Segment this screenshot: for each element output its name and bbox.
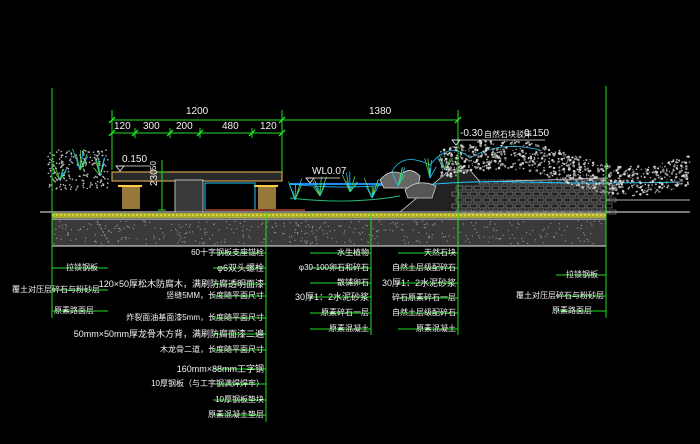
dim-overall-left: 1200	[186, 106, 209, 117]
dim-segment-1: 120	[114, 121, 131, 132]
label-bank-6: 原素混凝土	[416, 324, 456, 333]
label-water-5: 原素碎石一层	[321, 308, 369, 317]
label-deck-6: 50mm×50mm厚龙骨木方背，满刷防腐面漆二遍	[73, 329, 264, 339]
label-deck-5: 炸裂面油基面漆5mm，长度随平面尺寸	[126, 313, 264, 322]
label-right-2: 覆土对压层碎石与粉砂层	[516, 291, 604, 300]
label-water-2: φ30-100卵石和碎石	[298, 263, 369, 272]
label-water-6: 原素混凝土	[329, 324, 369, 333]
elevation-rock-value: 0.150	[524, 128, 550, 139]
label-deck-11: 原素混凝土垫层	[208, 410, 264, 419]
label-deck-4: 竖缝5MM，长度随平面尺寸	[166, 291, 264, 300]
label-water-4: 30厚1：2水泥砂浆	[294, 292, 369, 302]
label-bank-5: 自然土层级配碎石	[392, 308, 456, 317]
label-deck-10: 10厚钢板垫块	[215, 395, 264, 404]
label-deck-3: 120×50厚松木防腐木，满刷防腐透明面漆	[98, 279, 264, 289]
elevation-deck: 0.150	[122, 154, 148, 165]
dim-deck-height: 230	[149, 169, 160, 186]
label-deck-7: 木龙骨二道，长度随平面尺寸	[160, 345, 264, 354]
dim-overall-right: 1380	[369, 106, 392, 117]
label-deck-2: φ6双头螺栓	[217, 263, 264, 273]
elevation-water: WL0.07	[312, 166, 347, 177]
rocks	[379, 170, 437, 199]
ground-layers	[40, 199, 690, 247]
label-deck-8: 160mm×88mm工字钢	[176, 364, 264, 374]
dim-segment-3: 200	[176, 121, 193, 132]
elevation-rock-note: 自然石块驳岸	[484, 130, 532, 139]
label-water-1: 水生植物	[337, 248, 369, 257]
label-right-1: 拉锁钢板	[566, 270, 598, 279]
label-bank-1: 天然石块	[424, 248, 456, 257]
label-left-3: 原素路面层	[54, 306, 94, 315]
label-left-1: 拉锁钢板	[66, 263, 98, 272]
label-left-2: 覆土对压层碎石与粉砂层	[12, 285, 100, 294]
deck-structure	[111, 171, 305, 213]
label-bank-2: 自然土层级配碎石	[392, 263, 456, 272]
label-water-3: 散铺卵石	[337, 278, 369, 287]
leader-lines	[51, 86, 607, 422]
label-bank-4: 碎石原素碎石一层	[392, 293, 456, 302]
shrub-texture	[47, 139, 691, 197]
dim-segment-5: 120	[260, 121, 277, 132]
label-right-3: 原素路面层	[552, 306, 592, 315]
label-deck-1: 60十字钢板支座锚栓	[191, 248, 264, 257]
label-bank-3: 30厚1：2水泥砂浆	[381, 278, 456, 288]
elevation-markers	[115, 139, 545, 184]
label-deck-9: 10厚钢板（与工字钢满焊焊牢）	[151, 379, 264, 388]
dim-small-height: 50	[149, 161, 158, 170]
dim-segment-2: 300	[143, 121, 160, 132]
dim-segment-4: 480	[222, 121, 239, 132]
elevation-rock: -0.30	[460, 128, 483, 139]
dimension-ticks	[108, 116, 462, 137]
